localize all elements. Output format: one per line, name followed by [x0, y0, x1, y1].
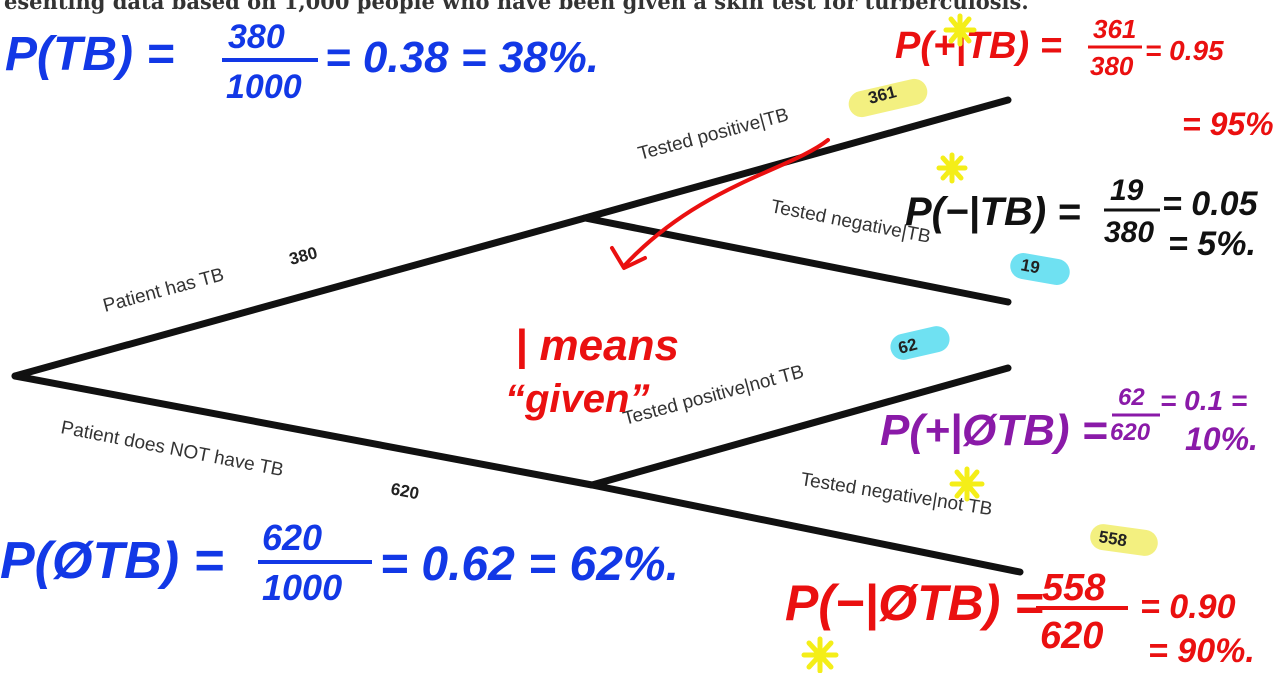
annotation-p-pos-not-tb: P(+|ØTB) = 62 620 = 0.1 = 10%.	[880, 384, 1258, 457]
p-not-tb-num: 620	[262, 517, 322, 558]
label-pos-tb: Tested positive|TB	[636, 104, 791, 164]
note-line1: | means	[515, 321, 679, 370]
count-pos-not-tb: 62	[896, 335, 919, 358]
branch-not-tb	[11, 372, 596, 489]
p-neg-tb-num: 19	[1110, 174, 1144, 207]
branch-neg-tb	[581, 214, 1012, 306]
p-pos-not-tb-rhs: = 0.1 =	[1160, 385, 1247, 416]
p-neg-tb-rhs: = 0.05	[1162, 185, 1259, 223]
p-pos-tb-num: 361	[1093, 14, 1136, 44]
p-neg-tb-den: 380	[1104, 216, 1154, 249]
count-neg-not-tb: 558	[1097, 527, 1128, 550]
p-not-tb-lhs: P(ØTB) =	[0, 532, 224, 590]
p-neg-not-tb-lhs: P(−|ØTB) =	[785, 575, 1043, 631]
p-tb-rhs: = 0.38 = 38%.	[325, 33, 599, 82]
branch-has-tb	[11, 214, 589, 380]
red-arrow-head-icon	[610, 246, 647, 270]
p-neg-not-tb-rhs: = 0.90	[1140, 588, 1236, 626]
p-not-tb-rhs: = 0.62 = 62%.	[380, 538, 679, 591]
annotation-p-pos-tb: P(+|TB) = 361 380 = 0.95 = 95%.	[895, 14, 1273, 142]
p-pos-not-tb-num: 62	[1118, 384, 1145, 411]
p-pos-not-tb-den: 620	[1110, 419, 1151, 446]
annotation-p-neg-tb: P(−|TB) = 19 380 = 0.05 = 5%.	[905, 174, 1259, 263]
p-neg-not-tb-den: 620	[1040, 615, 1103, 657]
annotation-means-given: | means “given”	[505, 138, 830, 421]
p-pos-not-tb-lhs: P(+|ØTB) =	[880, 406, 1107, 455]
p-pos-tb-rhs: = 0.95	[1145, 35, 1224, 66]
annotation-p-neg-not-tb: P(−|ØTB) = 558 620 = 0.90 = 90%.	[785, 567, 1255, 670]
star-icon	[949, 466, 985, 502]
annotation-p-tb: P(TB) = 380 1000 = 0.38 = 38%.	[5, 18, 599, 106]
count-highlights	[848, 78, 1158, 556]
count-not-tb: 620	[389, 479, 420, 503]
highlight-361	[848, 78, 928, 118]
star-icon	[943, 13, 977, 47]
star-icon	[936, 152, 968, 184]
red-arrow-shaft	[623, 138, 830, 267]
star-icon	[801, 636, 839, 673]
p-pos-tb-lhs: P(+|TB) =	[895, 25, 1062, 67]
label-has-tb: Patient has TB	[101, 264, 226, 316]
count-neg-tb: 19	[1019, 255, 1041, 277]
p-neg-tb-rhs2: = 5%.	[1168, 225, 1256, 263]
p-tb-lhs: P(TB) =	[5, 28, 174, 81]
branch-neg-not-tb	[588, 481, 1024, 576]
p-not-tb-den: 1000	[262, 567, 342, 608]
p-tb-den: 1000	[226, 68, 302, 106]
p-neg-not-tb-rhs2: = 90%.	[1148, 632, 1255, 670]
p-pos-not-tb-rhs2: 10%.	[1185, 421, 1258, 457]
yellow-stars	[801, 13, 985, 673]
count-has-tb: 380	[287, 243, 319, 269]
highlight-558	[1090, 524, 1158, 556]
label-not-tb: Patient does NOT have TB	[59, 417, 285, 481]
note-line2: “given”	[505, 377, 649, 421]
p-tb-num: 380	[228, 18, 285, 56]
branch-pos-not-tb	[588, 364, 1012, 489]
annotation-p-not-tb: P(ØTB) = 620 1000 = 0.62 = 62%.	[0, 517, 679, 608]
highlight-62	[890, 326, 950, 360]
header-text: esenting data based on 1,000 people who …	[4, 0, 1029, 14]
highlight-19	[1010, 253, 1070, 285]
p-pos-tb-den: 380	[1090, 51, 1134, 81]
p-pos-tb-rhs2: = 95%.	[1182, 106, 1273, 142]
p-neg-tb-lhs: P(−|TB) =	[905, 190, 1081, 234]
p-neg-not-tb-num: 558	[1042, 567, 1106, 609]
